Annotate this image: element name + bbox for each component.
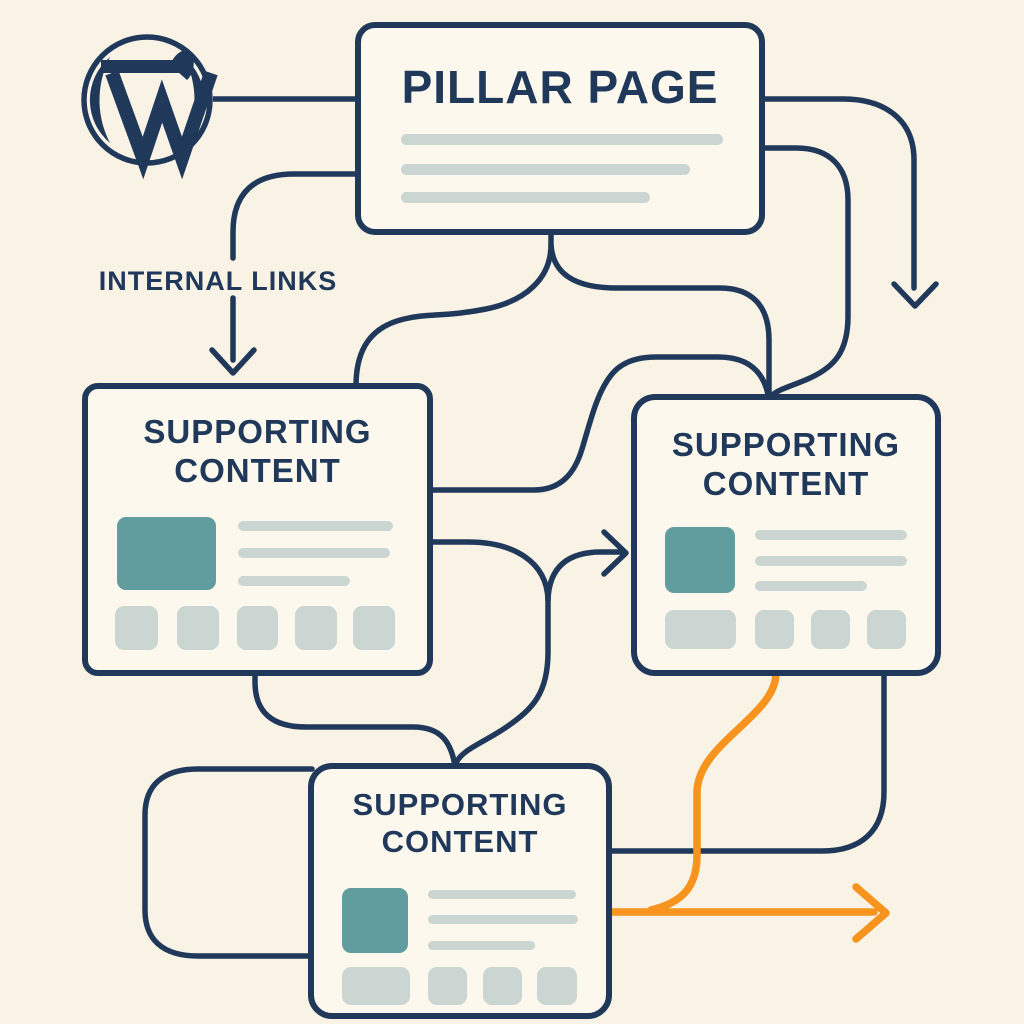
orange-arrowhead-icon [852,883,890,943]
placeholder-square [537,967,577,1005]
placeholder-square [755,610,794,649]
placeholder-line [401,164,690,175]
placeholder-square [811,610,850,649]
placeholder-square [867,610,906,649]
connector-left-box-to-right-box-top [427,354,772,493]
connector-junction-to-right-box [545,549,625,603]
placeholder-line [428,915,578,924]
thumbnail-placeholder [342,888,408,953]
connector-junction-to-bottom-box [452,597,551,769]
placeholder-square [665,610,736,649]
connector-pillar-down-arrow [759,96,917,291]
internal-links-label: INTERNAL LINKS [98,266,338,296]
placeholder-line [755,581,867,591]
connector-pillar-to-right-box [548,242,772,403]
thumbnail-placeholder [117,517,216,590]
placeholder-square [115,606,158,650]
pillar-page-box: PILLAR PAGE [355,22,765,235]
right-arrowhead-icon [601,529,629,577]
placeholder-line [401,134,723,145]
placeholder-square [295,606,337,650]
placeholder-square [483,967,522,1005]
supporting-content-box-left: SUPPORTING CONTENT [82,383,433,676]
supporting-content-title: SUPPORTING CONTENT [352,787,568,859]
connector-pillar-to-left-box [353,229,554,389]
placeholder-square [342,967,410,1005]
wordpress-left-crescent [89,57,110,143]
supporting-content-box-bottom: SUPPORTING CONTENT [308,763,612,1019]
supporting-content-title: SUPPORTING CONTENT [671,426,901,502]
connector-left-box-to-junction [427,539,551,603]
connector-left-box-to-bottom-box [252,670,458,769]
placeholder-line [238,548,390,558]
pillar-page-title: PILLAR PAGE [401,61,719,113]
connector-right-box-to-bottom-box [608,670,887,854]
internal-links-arrowhead-icon [209,347,257,376]
placeholder-line [428,941,535,950]
connector-internal-links-arc [230,171,361,261]
connector-orange-curve [647,669,780,914]
thumbnail-placeholder [665,527,735,593]
placeholder-square [353,606,395,650]
connector-bottom-box-loop [142,766,315,959]
connector-pillar-right-to-right-box [759,145,851,403]
placeholder-square [428,967,467,1005]
placeholder-square [237,606,278,650]
down-arrowhead-icon [891,281,939,309]
placeholder-line [428,890,576,899]
placeholder-line [238,521,393,531]
wordpress-w-flag [172,50,194,80]
placeholder-square [177,606,219,650]
wordpress-logo-icon [81,34,218,180]
supporting-content-title: SUPPORTING CONTENT [143,413,372,489]
supporting-content-box-right: SUPPORTING CONTENT [631,394,941,676]
wordpress-w-bar [101,60,186,73]
placeholder-line [755,530,907,540]
placeholder-line [238,576,350,586]
wordpress-w-glyph [105,70,218,180]
placeholder-line [755,556,907,566]
placeholder-line [401,192,650,203]
